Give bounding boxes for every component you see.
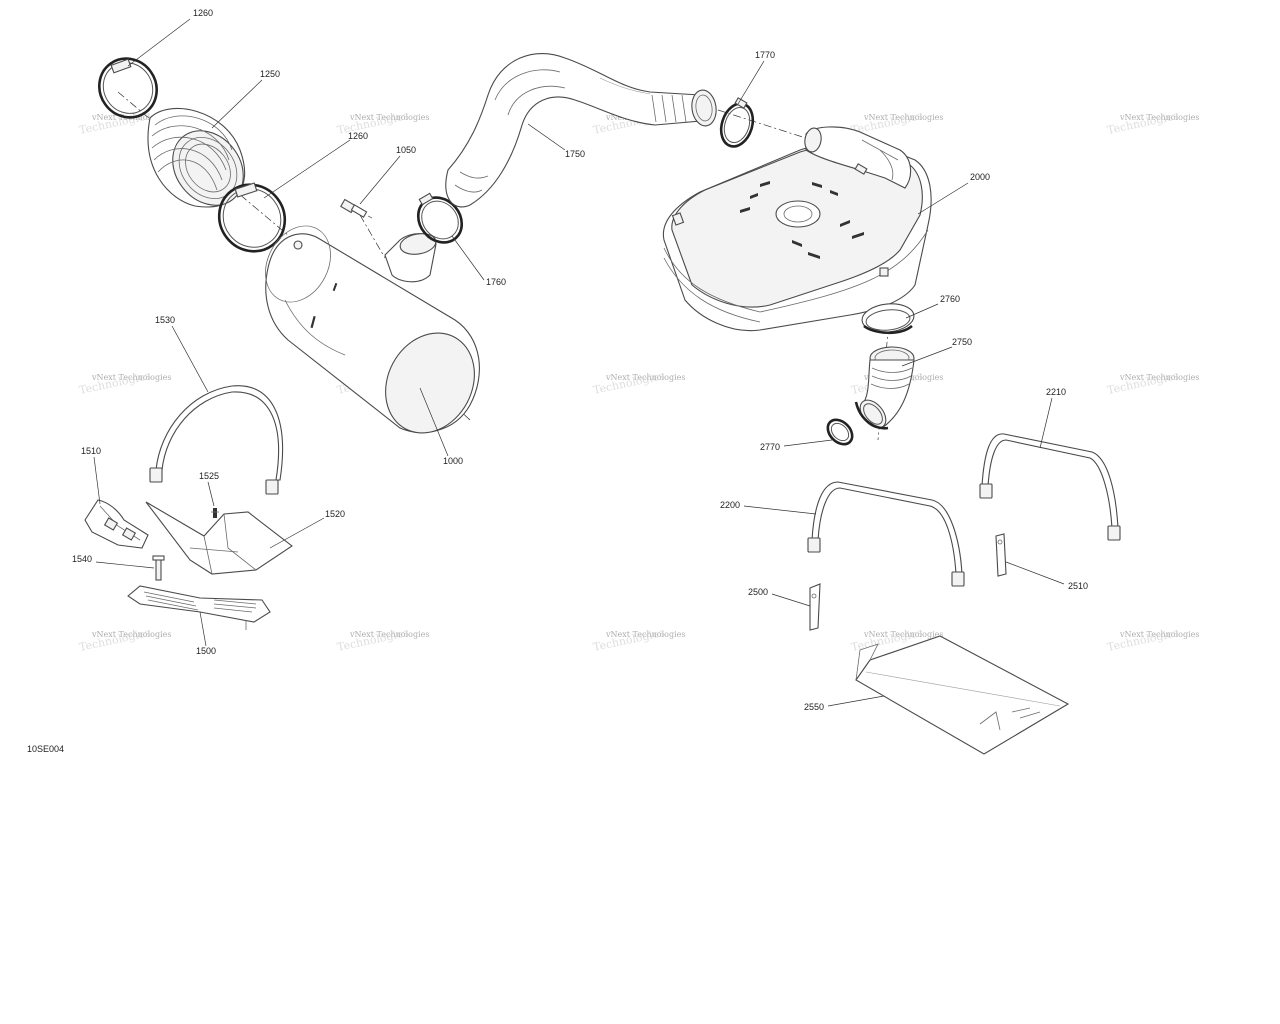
figure-id: 10SE004 [27, 744, 64, 754]
callout-2510: 2510 [1068, 581, 1088, 591]
part-1525-screw [211, 508, 219, 518]
part-1500-mounting-bracket [127, 585, 271, 630]
part-1750-exhaust-pipe [445, 53, 717, 208]
callout-1770: 1770 [755, 50, 775, 60]
leader-lines [93, 18, 1065, 707]
watermark-text: vNext Technologies [605, 373, 685, 382]
callout-1260-middle: 1260 [348, 131, 368, 141]
callout-1750: 1750 [565, 149, 585, 159]
part-2550-heat-shield-plate [855, 635, 1070, 755]
callout-2000: 2000 [970, 172, 990, 182]
part-1510-bracket [84, 499, 149, 549]
callout-1050: 1050 [396, 145, 416, 155]
watermark-text: vNext Technologies [91, 373, 171, 382]
watermark-text: vNext Technologies [349, 113, 429, 122]
callout-2750: 2750 [952, 337, 972, 347]
callout-2210: 2210 [1046, 387, 1066, 397]
watermark-text: vNext Technologies [91, 630, 171, 639]
callout-2200: 2200 [720, 500, 740, 510]
part-2750-elbow-connector [854, 346, 915, 430]
callout-1530: 1530 [155, 315, 175, 325]
callout-1510: 1510 [81, 446, 101, 456]
callout-1760: 1760 [486, 277, 506, 287]
callout-1525: 1525 [199, 471, 219, 481]
watermark-text: vNext Technologies [863, 630, 943, 639]
part-2500-small-bracket [809, 583, 821, 631]
part-1260-clamp-middle [217, 182, 287, 253]
part-1770-clamp [719, 97, 755, 148]
part-2510-small-bracket [995, 533, 1007, 577]
callout-1500: 1500 [196, 646, 216, 656]
callout-1250: 1250 [260, 69, 280, 79]
callout-2550: 2550 [804, 702, 824, 712]
part-2770-clamp [826, 418, 854, 446]
callout-1540: 1540 [72, 554, 92, 564]
part-2210-strap [979, 433, 1121, 541]
callout-1520: 1520 [325, 509, 345, 519]
part-2200-strap [807, 481, 965, 587]
part-2760-clamp [861, 303, 915, 335]
callout-labels: 1260 1250 1260 1050 1750 1770 2000 1760 … [72, 8, 1088, 712]
watermark-text: vNext Technologies [1119, 373, 1199, 382]
callout-1260-top: 1260 [193, 8, 213, 18]
part-1050-sensor [340, 198, 373, 219]
watermark-text: vNext Technologies [605, 630, 685, 639]
part-1520-heat-shield [145, 501, 293, 575]
callout-2760: 2760 [940, 294, 960, 304]
watermark-text: vNext Technologies [863, 113, 943, 122]
part-1260-clamp-top [98, 57, 158, 119]
part-1000-muffler [265, 225, 480, 434]
watermark-text: vNext Technologies [349, 630, 429, 639]
watermark-text: vNext Technologies [1119, 113, 1199, 122]
part-1250-bellows-coupler [147, 107, 246, 208]
part-1530-strap [149, 385, 284, 495]
part-1760-clamp [416, 192, 464, 244]
callout-2770: 2770 [760, 442, 780, 452]
part-1540-bolt [152, 555, 165, 581]
callout-1000: 1000 [443, 456, 463, 466]
watermark-text: vNext Technologies [1119, 630, 1199, 639]
part-2000-resonator-box [662, 126, 932, 332]
callout-2500: 2500 [748, 587, 768, 597]
